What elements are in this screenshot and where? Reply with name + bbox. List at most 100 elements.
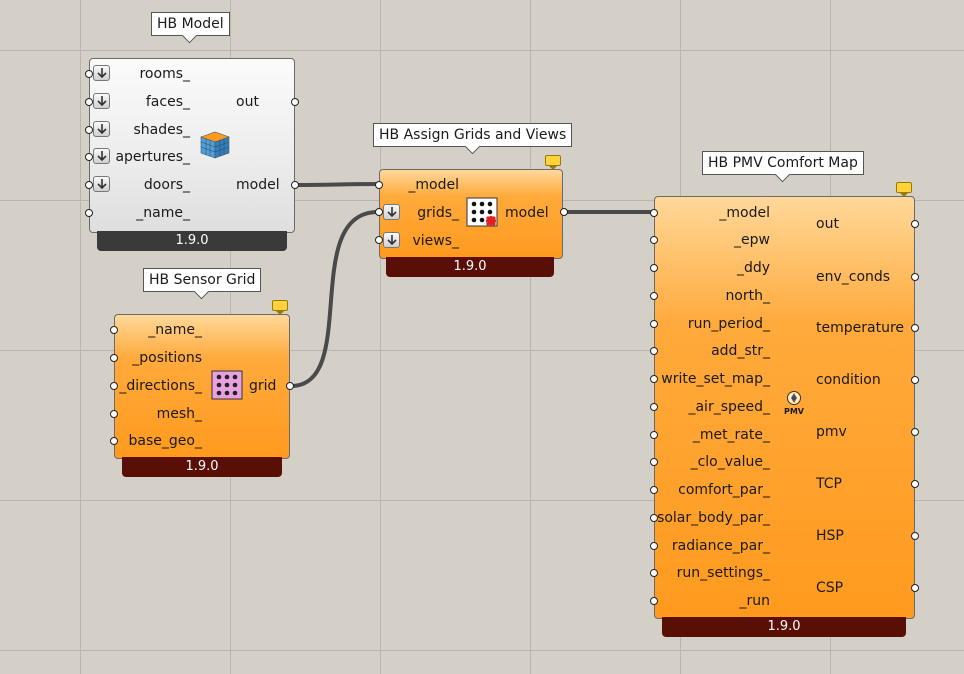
input-port-ddy[interactable] — [650, 264, 658, 272]
flatten-icon[interactable] — [93, 148, 110, 164]
input-port-model[interactable] — [375, 181, 383, 189]
input-label: _model — [719, 205, 770, 221]
input-label: _name_ — [136, 205, 190, 221]
output-label: env_conds — [816, 269, 891, 285]
input-port-met-rate[interactable] — [650, 431, 658, 439]
output-port-out[interactable] — [911, 220, 919, 228]
input-port-faces[interactable] — [85, 98, 93, 106]
version-label: 1.9.0 — [97, 231, 287, 251]
sensor-grid-icon — [211, 370, 243, 400]
input-port-clo-value[interactable] — [650, 458, 658, 466]
output-port-hsp[interactable] — [911, 532, 919, 540]
version-label: 1.9.0 — [386, 257, 554, 277]
output-port-condition[interactable] — [911, 376, 919, 384]
input-port-directions[interactable] — [110, 382, 118, 390]
input-label: _run — [739, 593, 770, 609]
pmv-icon-text: PMV — [783, 407, 804, 416]
input-label: _name_ — [148, 322, 202, 338]
flatten-icon[interactable] — [93, 65, 110, 81]
input-port-write-set-map[interactable] — [650, 375, 658, 383]
input-label: _directions_ — [119, 378, 202, 394]
flatten-icon[interactable] — [93, 176, 110, 192]
input-port-comfort-par[interactable] — [650, 486, 658, 494]
input-port-run-settings[interactable] — [650, 569, 658, 577]
message-bubble-icon[interactable] — [272, 300, 288, 315]
flatten-icon[interactable] — [383, 204, 400, 220]
output-port-model[interactable] — [560, 208, 568, 216]
input-label: _epw — [734, 232, 770, 248]
input-label: _ddy — [736, 260, 770, 276]
output-port-grid[interactable] — [286, 382, 294, 390]
assign-grid-icon — [466, 197, 498, 227]
input-port-run-period[interactable] — [650, 320, 658, 328]
version-label: 1.9.0 — [662, 617, 906, 637]
output-label: grid — [249, 378, 277, 394]
input-port-run[interactable] — [650, 597, 658, 605]
output-port-tcp[interactable] — [911, 480, 919, 488]
input-port-rooms[interactable] — [85, 70, 93, 78]
input-port-epw[interactable] — [650, 236, 658, 244]
component-body[interactable] — [114, 314, 290, 459]
component-body[interactable] — [89, 58, 295, 233]
input-label: mesh_ — [156, 406, 202, 422]
input-port-model[interactable] — [650, 209, 658, 217]
model-cube-icon — [200, 131, 230, 159]
output-label: TCP — [816, 476, 842, 492]
input-label: comfort_par_ — [678, 482, 770, 498]
input-label: rooms_ — [139, 66, 190, 82]
input-port-positions[interactable] — [110, 354, 118, 362]
version-label: 1.9.0 — [122, 457, 282, 477]
output-label: temperature — [816, 320, 904, 336]
output-label: model — [236, 177, 280, 193]
input-port-solar-body-par[interactable] — [650, 514, 658, 522]
input-port-name[interactable] — [110, 326, 118, 334]
input-label: views_ — [412, 233, 459, 249]
flatten-icon[interactable] — [383, 232, 400, 248]
output-label: CSP — [816, 580, 844, 596]
input-label: shades_ — [133, 122, 190, 138]
message-bubble-icon[interactable] — [545, 155, 561, 170]
output-label: out — [236, 94, 259, 110]
input-label: base_geo_ — [128, 433, 202, 449]
input-label: radiance_par_ — [671, 538, 770, 554]
component-title: HB Assign Grids and Views — [373, 123, 573, 147]
input-label: _model — [408, 177, 459, 193]
input-label: faces_ — [145, 94, 190, 110]
input-port-doors[interactable] — [85, 181, 93, 189]
wire-grid-to-assign[interactable] — [290, 210, 379, 388]
output-port-csp[interactable] — [911, 584, 919, 592]
input-port-grids[interactable] — [375, 208, 383, 216]
output-label: condition — [816, 372, 881, 388]
output-label: pmv — [816, 424, 847, 440]
output-port-env-conds[interactable] — [911, 273, 919, 281]
output-label: model — [505, 205, 549, 221]
input-port-air-speed[interactable] — [650, 403, 658, 411]
input-port-apertures[interactable] — [85, 153, 93, 161]
component-title: HB Sensor Grid — [143, 268, 262, 292]
input-port-views[interactable] — [375, 236, 383, 244]
component-title: HB Model — [151, 12, 230, 36]
output-label: HSP — [816, 528, 844, 544]
output-port-temperature[interactable] — [911, 324, 919, 332]
input-label: write_set_map_ — [661, 371, 770, 387]
output-port-model[interactable] — [291, 181, 299, 189]
output-label: out — [816, 216, 839, 232]
output-port-pmv[interactable] — [911, 428, 919, 436]
input-label: add_str_ — [711, 343, 770, 359]
input-label: run_settings_ — [676, 565, 770, 581]
message-bubble-icon[interactable] — [896, 182, 912, 197]
input-port-mesh[interactable] — [110, 410, 118, 418]
input-port-shades[interactable] — [85, 126, 93, 134]
flatten-icon[interactable] — [93, 93, 110, 109]
input-port-name[interactable] — [85, 209, 93, 217]
input-port-north[interactable] — [650, 292, 658, 300]
input-port-add-str[interactable] — [650, 347, 658, 355]
output-port-out[interactable] — [291, 98, 299, 106]
wire-model-to-assign[interactable] — [295, 182, 379, 187]
flatten-icon[interactable] — [93, 121, 110, 137]
input-label: _clo_value_ — [690, 454, 770, 470]
input-port-base-geo[interactable] — [110, 437, 118, 445]
input-port-radiance-par[interactable] — [650, 542, 658, 550]
input-label: _positions — [132, 350, 202, 366]
component-title: HB PMV Comfort Map — [702, 151, 864, 175]
